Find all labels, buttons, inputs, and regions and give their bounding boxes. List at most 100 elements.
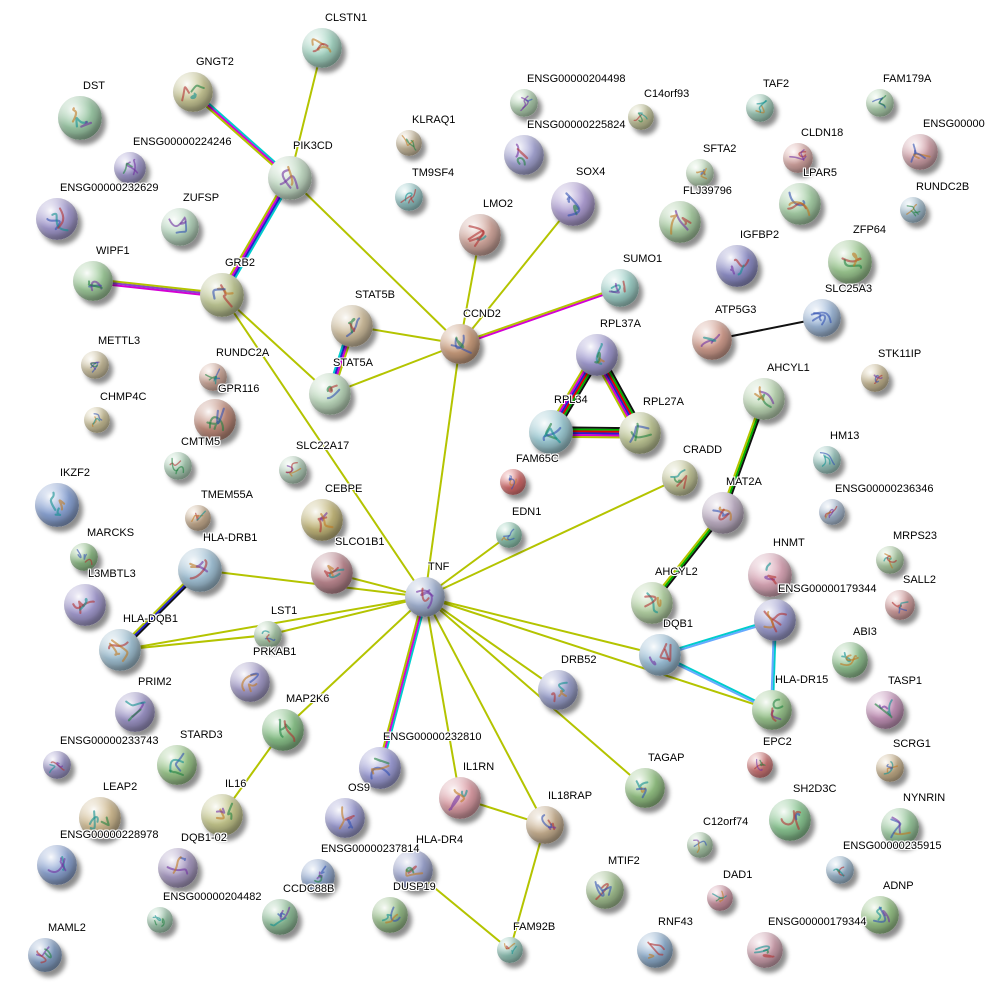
edge-PIK3CD-CCND2[interactable]	[289, 177, 461, 345]
edge-TNF-IL18RAP[interactable]	[424, 596, 546, 826]
node-LST1[interactable]	[254, 621, 282, 649]
node-LMO2[interactable]	[459, 214, 501, 256]
node-LEAP2[interactable]	[79, 797, 121, 839]
node-DUSP19[interactable]	[372, 897, 408, 933]
node-RPL37A[interactable]	[576, 334, 618, 376]
node-RUNDC2A[interactable]	[199, 363, 227, 391]
node-SALL2[interactable]	[885, 590, 915, 620]
node-STK11IP[interactable]	[861, 364, 889, 392]
node-ENSG00000[interactable]	[902, 134, 938, 170]
node-FLJ39796[interactable]	[659, 201, 701, 243]
node-PRIM2[interactable]	[115, 692, 155, 732]
node-DQB1-02[interactable]	[158, 848, 198, 888]
node-ENSG00000237814[interactable]	[301, 859, 335, 893]
node-SLCO1B1[interactable]	[311, 552, 353, 594]
node-LPAR5[interactable]	[779, 183, 821, 225]
edge-TNF-DRB52[interactable]	[424, 596, 559, 691]
edge-CCND2-TNF[interactable]	[424, 343, 461, 598]
node-DQB1[interactable]	[639, 634, 681, 676]
edge-IL18RAP-FAM92B[interactable]	[509, 824, 546, 951]
edge-LST1-HLA-DQB1[interactable]	[119, 634, 269, 651]
node-CRADD[interactable]	[662, 460, 698, 496]
node-EDN1[interactable]	[496, 522, 522, 548]
edge-TNF-HLA-DR15[interactable]	[424, 596, 773, 711]
edge-TNF-MAP2K6[interactable]	[282, 596, 426, 731]
node-RUNDC2B[interactable]	[900, 197, 926, 223]
node-TMEM55A[interactable]	[185, 505, 211, 531]
edge-CRADD-TNF[interactable]	[424, 477, 681, 598]
edge-TNF-IL1RN[interactable]	[424, 596, 461, 799]
node-ENSG00000225824[interactable]	[504, 135, 544, 175]
node-MRPS23[interactable]	[876, 546, 904, 574]
node-ENSG00000228978[interactable]	[37, 845, 77, 885]
node-HNMT[interactable]	[748, 553, 792, 597]
node-FAM92B[interactable]	[497, 937, 523, 963]
edge-STAT5A-CCND2[interactable]	[329, 343, 461, 395]
edge-TNF-ENSG00000232810[interactable]	[377, 596, 428, 769]
node-CLSTN1[interactable]	[302, 28, 342, 68]
edge-SUMO1-CCND2[interactable]	[459, 286, 621, 346]
node-ENSG00000224246[interactable]	[114, 152, 146, 184]
node-ADNP[interactable]	[861, 896, 899, 934]
node-FAM179A[interactable]	[866, 89, 894, 117]
edge-HLA-DR4-FAM92B[interactable]	[412, 869, 511, 951]
node-HLA-DR15[interactable]	[752, 690, 792, 730]
node-ABI3[interactable]	[832, 642, 868, 678]
node-KLRAQ1[interactable]	[396, 130, 422, 156]
node-TNF[interactable]	[405, 577, 445, 617]
node-HLA-DR4[interactable]	[393, 850, 433, 890]
node-GRB2[interactable]	[200, 273, 244, 317]
node-ZUFSP[interactable]	[161, 208, 199, 246]
node-ENSG00000204498[interactable]	[510, 89, 538, 117]
node-HM13[interactable]	[813, 446, 841, 474]
node-DAD1[interactable]	[707, 885, 733, 911]
node-ENSG00000204482[interactable]	[147, 907, 173, 933]
node-ENSG00000179344[interactable]	[754, 599, 796, 641]
node-GPR116[interactable]	[194, 399, 236, 441]
node-IGFBP2[interactable]	[716, 245, 758, 287]
node-MAT2A[interactable]	[702, 492, 744, 534]
node-TAGAP[interactable]	[625, 768, 665, 808]
edge-GRB2-TNF[interactable]	[221, 294, 426, 598]
node-IL18RAP[interactable]	[526, 806, 564, 844]
node-IL1RN[interactable]	[439, 777, 481, 819]
node-IL16[interactable]	[201, 794, 243, 836]
node-STARD3[interactable]	[157, 745, 197, 785]
node-PIK3CD[interactable]	[268, 156, 312, 200]
node-TAF2[interactable]	[746, 94, 774, 122]
node-ENSG00000179344[interactable]	[747, 932, 783, 968]
node-MTIF2[interactable]	[586, 871, 624, 909]
node-MARCKS[interactable]	[70, 543, 98, 571]
node-OS9[interactable]	[325, 798, 365, 838]
node-SFTA2[interactable]	[686, 159, 714, 187]
node-SCRG1[interactable]	[876, 754, 904, 782]
node-ZFP64[interactable]	[828, 240, 872, 284]
node-WIPF1[interactable]	[73, 261, 113, 301]
node-FAM65C[interactable]	[500, 469, 526, 495]
edge-SOX4-CCND2[interactable]	[459, 203, 574, 345]
edge-TNF-DQB1[interactable]	[424, 596, 661, 656]
node-SOX4[interactable]	[551, 182, 595, 226]
edge-TNF-HLA-DRB1[interactable]	[199, 569, 426, 598]
node-CCDC88B[interactable]	[262, 899, 298, 935]
node-ENSG00000232629[interactable]	[36, 198, 78, 240]
node-PRKAB1[interactable]	[230, 662, 270, 702]
edge-GRB2-STAT5A[interactable]	[221, 294, 331, 395]
node-GNGT2[interactable]	[173, 72, 213, 112]
node-ENSG00000236346[interactable]	[819, 499, 845, 525]
node-ENSG00000233743[interactable]	[43, 751, 71, 779]
node-ENSG00000235915[interactable]	[826, 856, 854, 884]
node-L3MBTL3[interactable]	[64, 584, 106, 626]
node-RPL27A[interactable]	[619, 412, 661, 454]
node-CHMP4C[interactable]	[84, 407, 110, 433]
node-CEBPE[interactable]	[301, 499, 343, 541]
node-CMTM5[interactable]	[164, 452, 192, 480]
node-ATP5G3[interactable]	[692, 320, 732, 360]
node-SH2D3C[interactable]	[769, 799, 811, 841]
node-HLA-DRB1[interactable]	[178, 548, 222, 592]
node-C14orf93[interactable]	[628, 104, 654, 130]
node-C12orf74[interactable]	[687, 832, 713, 858]
node-CCND2[interactable]	[440, 324, 480, 364]
node-STAT5B[interactable]	[331, 305, 373, 347]
node-SUMO1[interactable]	[601, 269, 639, 307]
